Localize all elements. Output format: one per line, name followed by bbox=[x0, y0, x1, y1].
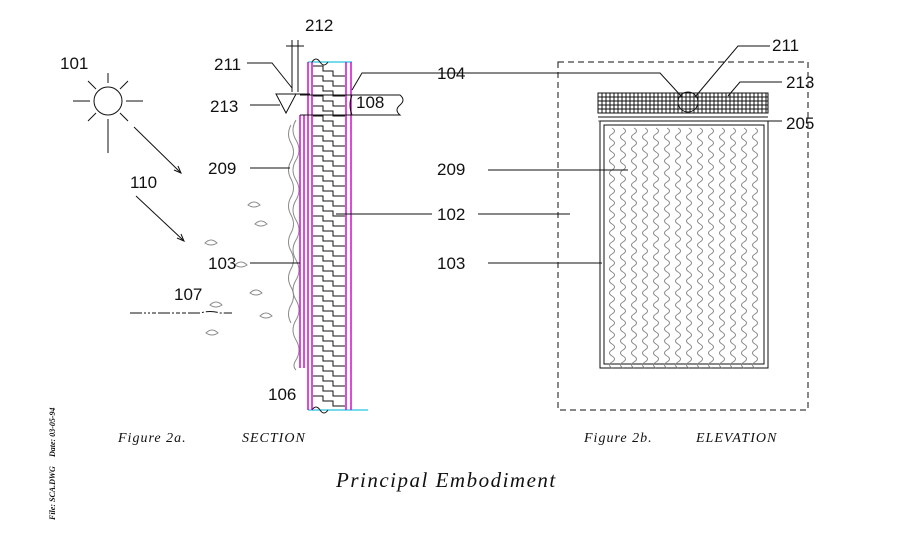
label-212: 212 bbox=[305, 16, 333, 35]
label-101: 101 bbox=[60, 54, 88, 73]
label-104: 104 bbox=[437, 64, 465, 83]
file-note: File: SCA.DWG bbox=[48, 466, 57, 521]
label-209-left: 209 bbox=[208, 159, 236, 178]
date-note: Date: 03-05-94 bbox=[48, 407, 57, 458]
drawing-title: Principal Embodiment bbox=[335, 468, 557, 492]
label-209-right: 209 bbox=[437, 160, 465, 179]
caption-figure-2b: Figure 2b. bbox=[583, 431, 653, 446]
label-106: 106 bbox=[268, 385, 296, 404]
label-213-right: 213 bbox=[786, 73, 814, 92]
leader-lines bbox=[247, 45, 782, 264]
caption-figure-2a: Figure 2a. bbox=[117, 431, 187, 446]
label-211-left: 211 bbox=[214, 55, 241, 74]
label-211-right: 211 bbox=[772, 36, 799, 55]
elevation-view bbox=[557, 61, 809, 411]
label-102: 102 bbox=[437, 205, 465, 224]
caption-elevation: ELEVATION bbox=[695, 431, 777, 446]
sun-icon bbox=[73, 73, 143, 153]
solar-ray-arrows bbox=[133, 126, 185, 242]
label-103-left: 103 bbox=[208, 254, 236, 273]
section-view bbox=[275, 40, 404, 414]
leaf-wisps bbox=[204, 201, 273, 336]
label-108: 108 bbox=[356, 93, 384, 112]
label-205: 205 bbox=[786, 114, 814, 133]
label-107: 107 bbox=[174, 285, 202, 304]
label-213-left: 213 bbox=[210, 97, 238, 116]
caption-section: SECTION bbox=[242, 431, 306, 446]
airflow-line bbox=[130, 311, 232, 314]
label-103-right: 103 bbox=[437, 254, 465, 273]
label-110: 110 bbox=[130, 173, 157, 192]
